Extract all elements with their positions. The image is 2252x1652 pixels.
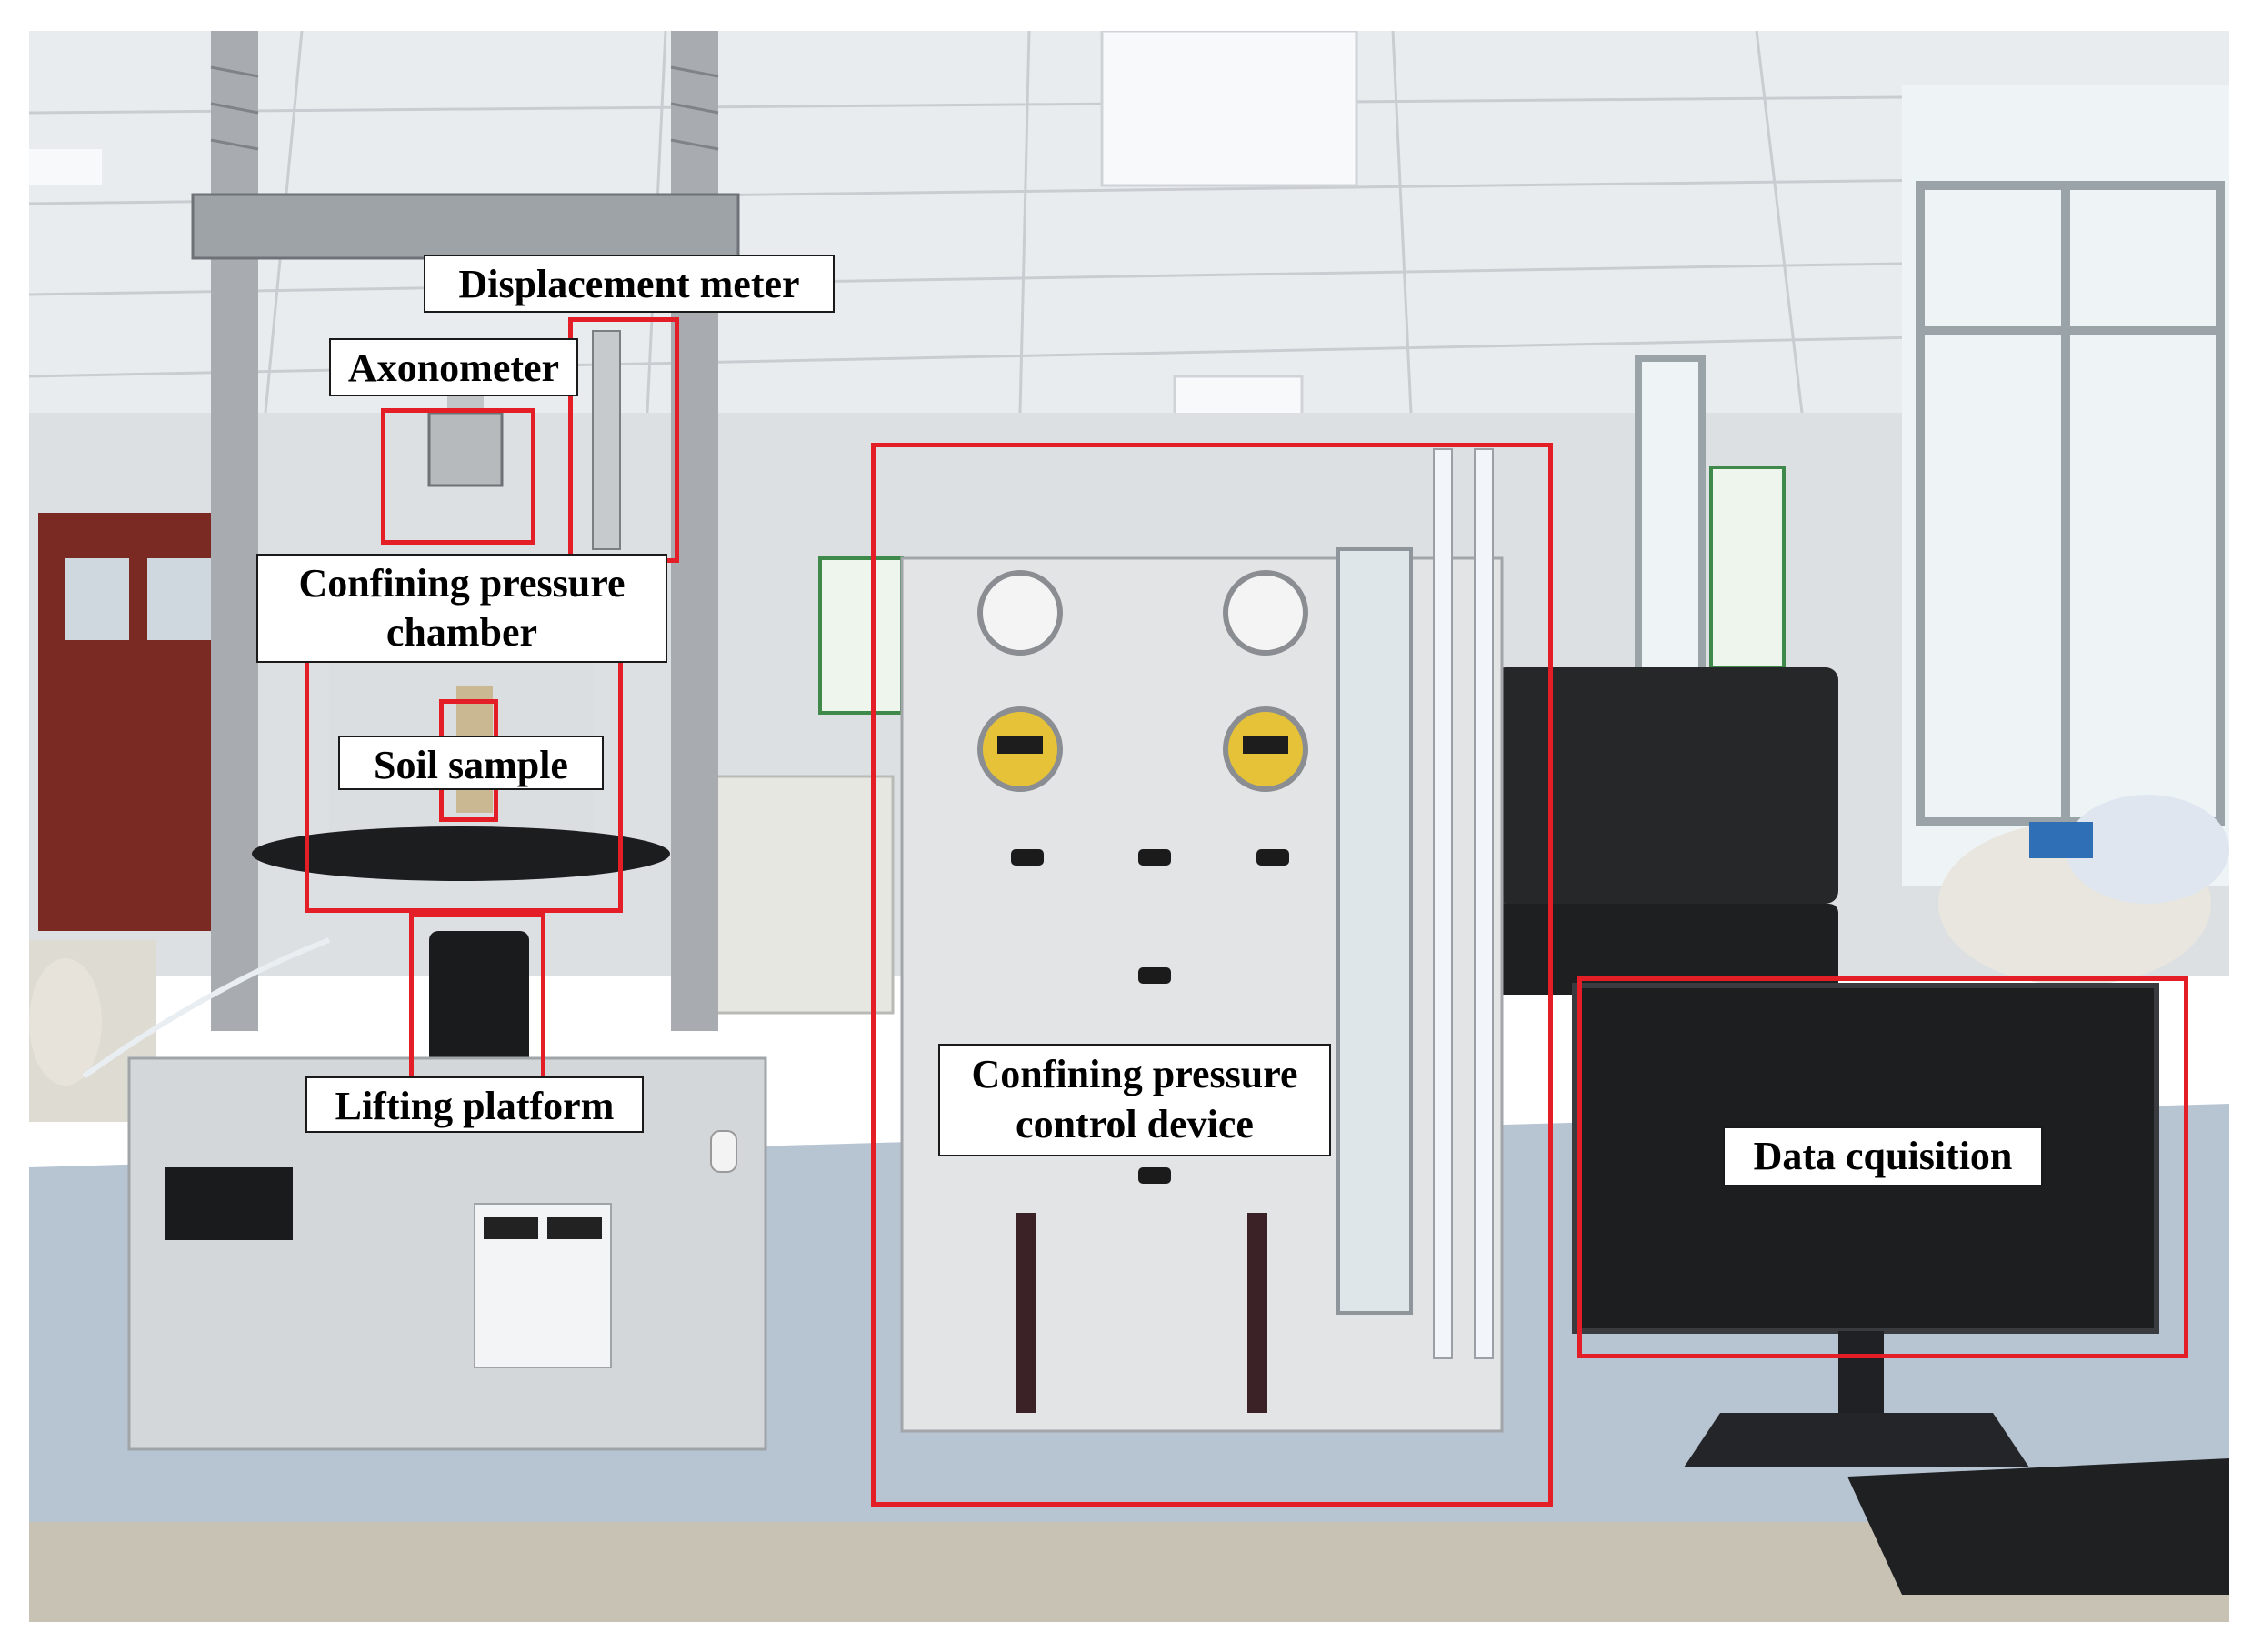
control-device-text-line2: control device (1016, 1102, 1254, 1146)
axonometer-text: Axonometer (347, 345, 560, 390)
displacement-meter-label: Displacement meter (424, 255, 835, 313)
control-device-text-line1: Confining pressure (971, 1052, 1298, 1096)
displacement-meter-text: Displacement meter (458, 262, 800, 306)
chamber-text-line2: chamber (385, 610, 538, 655)
axonometer-label: Axonometer (329, 338, 578, 396)
control-device-label: Confining pressure control device (938, 1044, 1331, 1156)
data-acquisition-label: Data cquisition (1723, 1126, 2043, 1186)
data-acquisition-text: Data cquisition (1753, 1134, 2013, 1178)
lifting-platform-text: Lifting platform (335, 1084, 615, 1128)
chamber-label: Confining pressure chamber (256, 554, 667, 663)
soil-sample-label: Soil sample (338, 736, 604, 790)
lifting-platform-label: Lifting platform (305, 1076, 644, 1133)
lab-photo: Displacement meter Axonometer Confining … (29, 31, 2229, 1622)
chamber-text-line1: Confining pressure (298, 561, 626, 606)
soil-sample-text: Soil sample (374, 743, 568, 787)
lab-scene-illustration (29, 31, 2229, 1622)
